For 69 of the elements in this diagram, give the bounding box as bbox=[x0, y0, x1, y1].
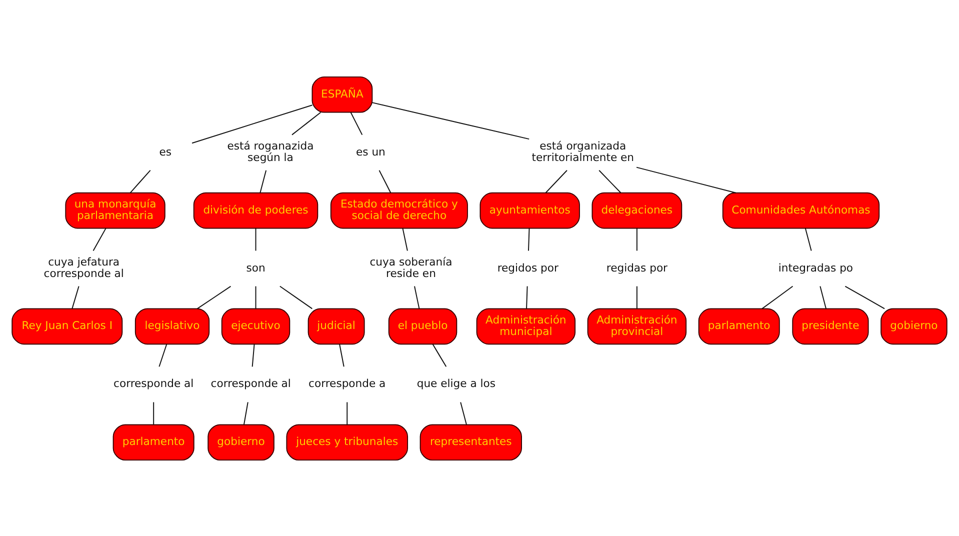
connector bbox=[636, 227, 638, 251]
connector bbox=[255, 285, 256, 309]
node-box: parlamento bbox=[112, 424, 194, 460]
connector bbox=[460, 401, 467, 425]
node-text: son bbox=[246, 260, 266, 274]
node-box: delegaciones bbox=[592, 192, 682, 228]
node-text: regidos por bbox=[497, 260, 558, 274]
connector bbox=[346, 401, 348, 425]
node-text: que elige a los bbox=[416, 376, 496, 390]
connector bbox=[255, 227, 256, 251]
connector bbox=[432, 343, 447, 367]
connector bbox=[402, 227, 408, 251]
node-box: gobierno bbox=[880, 308, 948, 344]
node-box: parlamento bbox=[698, 308, 780, 344]
node-box: representantes bbox=[420, 424, 522, 460]
node-box: ESPAÑA bbox=[312, 76, 373, 112]
connector bbox=[350, 111, 363, 135]
connector bbox=[844, 285, 885, 309]
connector bbox=[279, 285, 313, 309]
node-box: Rey Juan Carlos I bbox=[12, 308, 123, 344]
connector bbox=[526, 285, 528, 309]
connector bbox=[528, 227, 530, 251]
connector bbox=[158, 343, 168, 367]
node-box: ayuntamientos bbox=[480, 192, 580, 228]
connector bbox=[130, 169, 151, 193]
connector bbox=[192, 104, 313, 144]
node-text: corresponde al bbox=[210, 376, 291, 390]
node-text: cuya soberanía reside en bbox=[370, 254, 452, 280]
node-text: es bbox=[159, 144, 172, 158]
node-text: es un bbox=[356, 144, 386, 158]
connector bbox=[636, 285, 638, 309]
connector bbox=[339, 343, 344, 367]
connector bbox=[72, 285, 80, 309]
connector bbox=[820, 285, 827, 309]
node-box: gobierno bbox=[208, 424, 274, 460]
connector bbox=[196, 285, 232, 309]
node-box: presidente bbox=[792, 308, 869, 344]
node-text: está roganazida según la bbox=[227, 138, 314, 164]
connector bbox=[153, 401, 154, 425]
node-box: Comunidades Autónomas bbox=[722, 192, 880, 228]
node-box: división de poderes bbox=[193, 192, 318, 228]
connector bbox=[292, 111, 322, 135]
connector bbox=[260, 169, 267, 193]
node-text: cuya jefatura corresponde al bbox=[44, 254, 124, 280]
node-box: el pueblo bbox=[388, 308, 458, 344]
connector bbox=[762, 285, 794, 309]
connector bbox=[598, 169, 622, 193]
node-box: Administración municipal bbox=[476, 308, 576, 344]
node-text: regidas por bbox=[606, 260, 668, 274]
connector bbox=[414, 285, 420, 309]
connector bbox=[636, 166, 736, 193]
node-box: jueces y tribunales bbox=[286, 424, 408, 460]
node-box: judicial bbox=[308, 308, 365, 344]
connector bbox=[92, 227, 106, 251]
connector bbox=[378, 169, 392, 193]
connector bbox=[243, 401, 248, 425]
node-box: una monarquía parlamentaria bbox=[65, 192, 166, 228]
node-box: Estado democrático y social de derecho bbox=[330, 192, 468, 228]
node-box: ejecutivo bbox=[221, 308, 290, 344]
node-box: legislativo bbox=[134, 308, 210, 344]
node-text: corresponde a bbox=[308, 376, 386, 390]
node-box: Administración provincial bbox=[587, 308, 687, 344]
node-text: está organizada territorialmente en bbox=[532, 138, 634, 164]
node-text: corresponde al bbox=[114, 376, 194, 390]
connector bbox=[804, 227, 812, 251]
node-text: integradas po bbox=[778, 260, 854, 274]
connector bbox=[545, 169, 568, 193]
connector bbox=[372, 102, 530, 140]
connector bbox=[252, 343, 255, 367]
